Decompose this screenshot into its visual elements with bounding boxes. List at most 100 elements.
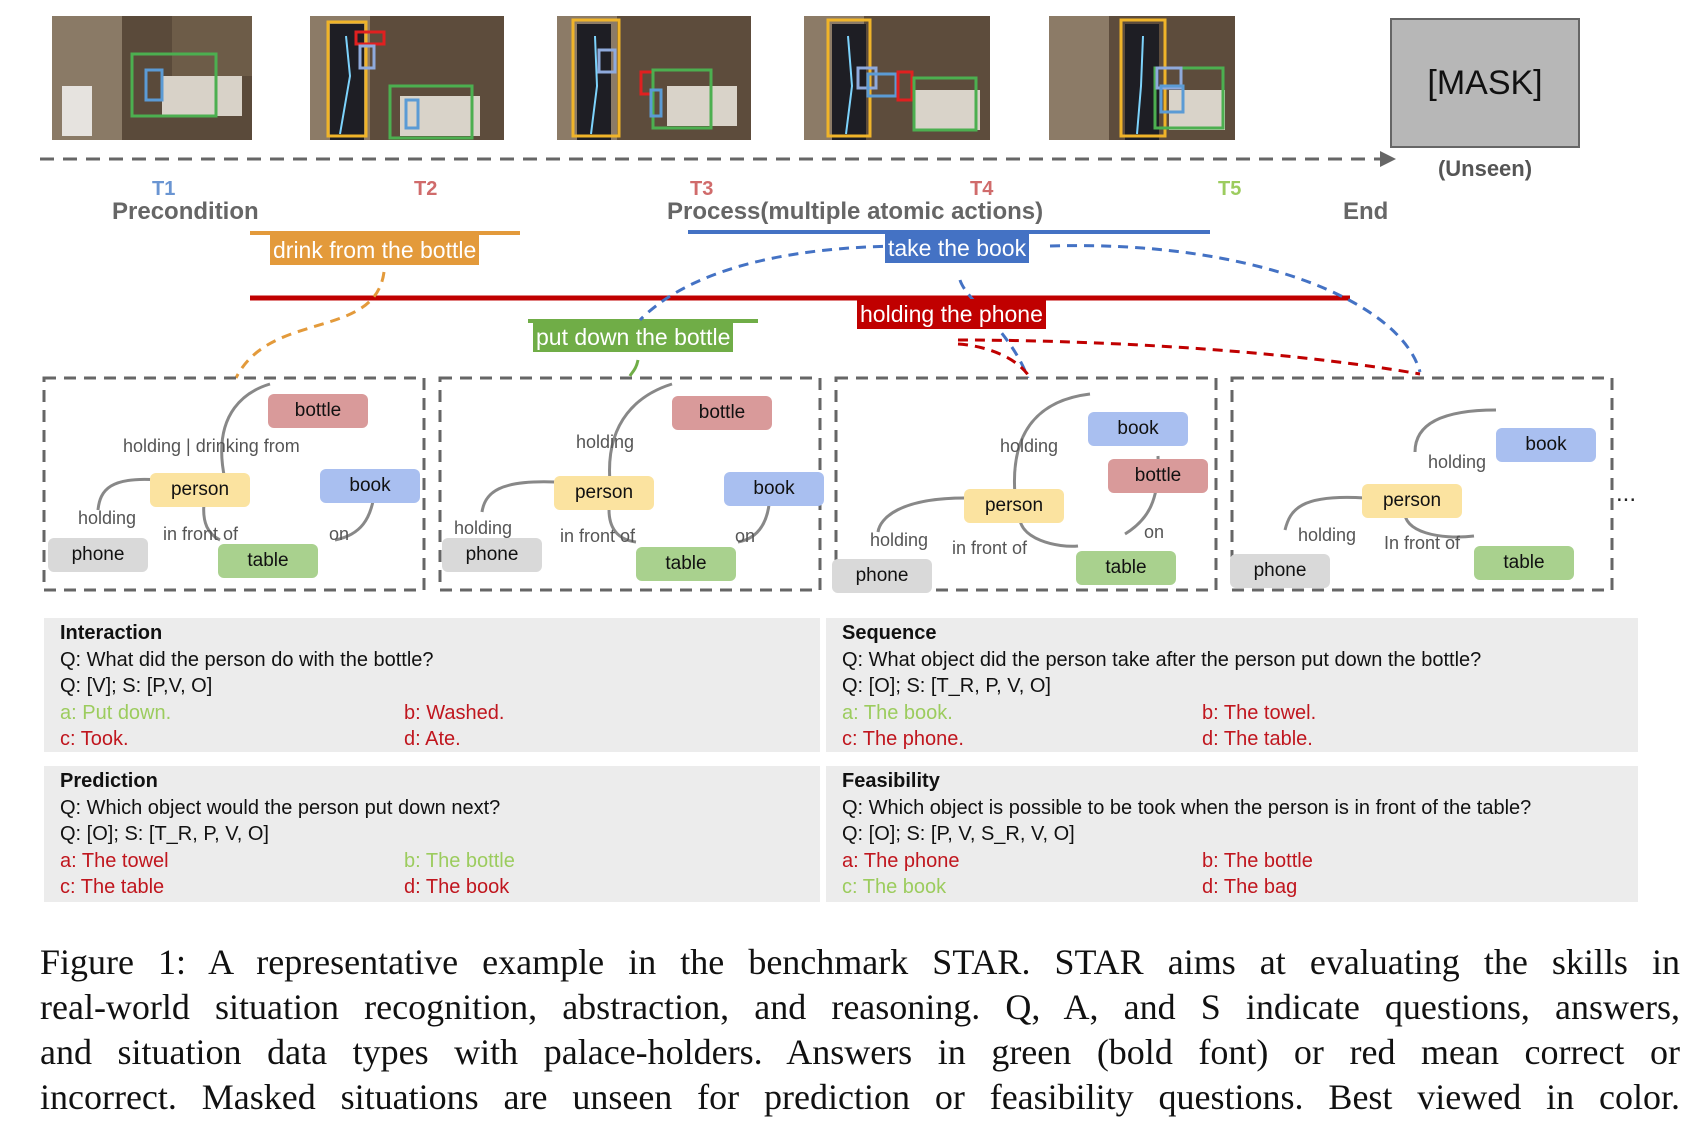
answer-option-d: d: Ate. [404, 728, 461, 750]
graph2-node-table: table [636, 547, 736, 581]
graph3-rel-3: in front of [952, 538, 1028, 558]
question-feasibility: Feasibility Q: Which object is possible … [826, 766, 1638, 902]
question-type-title: Prediction [60, 770, 158, 792]
answer-option-d: d: The bag [1202, 876, 1298, 898]
video-frame-t3 [557, 16, 751, 140]
graph1-node-book: book [320, 469, 420, 503]
drink-connector [234, 271, 386, 379]
graph1-node-phone: phone [48, 538, 148, 572]
action-take: take the book [885, 233, 1030, 263]
timeline-arrowhead [1380, 151, 1396, 167]
answer-option-c: c: Took. [60, 728, 129, 750]
graph2-rel-3: in front of [560, 526, 636, 546]
graph4-rel-2: holding [1298, 525, 1357, 545]
question-interaction: Interaction Q: What did the person do wi… [44, 618, 820, 752]
phase-process: Process(multiple atomic actions) [667, 198, 1044, 225]
question-data-types: Q: [O]; S: [P, V, S_R, V, O] [842, 823, 1075, 845]
answer-option-a: a: The phone [842, 849, 960, 872]
answer-option-d: d: The book [404, 876, 510, 898]
step-label-t1: T1 [152, 178, 176, 200]
graph4-rel-3: In front of [1384, 533, 1461, 553]
graph2-rel-2: holding [454, 518, 513, 538]
graph1-rel-4: on [329, 524, 350, 544]
answer-option-a: a: The towel [60, 849, 169, 872]
take-connector-right [1049, 244, 1422, 373]
graph3-node-phone: phone [832, 559, 932, 593]
graph3-rel-4: on [1144, 522, 1165, 542]
graph3-node-person: person [964, 489, 1064, 523]
graph1-rel-3: in front of [163, 524, 239, 544]
graph-panel-4 [1230, 376, 1614, 592]
graph3-rel-1: holding [1000, 436, 1059, 456]
unseen-label: (Unseen) [1437, 156, 1533, 181]
take-connector-mid [958, 279, 1030, 379]
question-type-title: Sequence [842, 622, 937, 644]
graph2-rel-4: on [735, 526, 756, 546]
answer-option-a: a: Put down. [60, 701, 172, 724]
step-label-t2: T2 [414, 178, 438, 200]
holding-connector-mid [957, 342, 1032, 379]
graph3-node-table: table [1076, 551, 1176, 585]
graph-panel-3 [834, 376, 1218, 592]
graph2-node-person: person [554, 476, 654, 510]
graph3-rel-2: holding [870, 530, 929, 550]
question-text: Q: What object did the person take after… [842, 648, 1482, 671]
answer-option-c: c: The phone. [842, 728, 964, 750]
holding-connector-right [957, 338, 1421, 376]
graph-ellipsis: ... [1616, 480, 1637, 507]
figure: [MASK] (Unseen) T1 T2 T3 T4 T5 Precondit… [40, 16, 1638, 902]
answer-option-d: d: The table. [1202, 728, 1313, 750]
graph4-rel-1: holding [1428, 452, 1487, 472]
action-putdown: put down the bottle [533, 322, 734, 352]
question-sequence: Sequence Q: What object did the person t… [826, 618, 1638, 752]
graph3-node-book: book [1088, 412, 1188, 446]
graph1-node-bottle: bottle [268, 394, 368, 428]
graph2-node-book: book [724, 472, 824, 506]
action-holding: holding the phone [857, 299, 1046, 329]
graph2-node-bottle: bottle [672, 396, 772, 430]
take-connector-left [638, 244, 901, 322]
graph3-node-bottle: bottle [1108, 459, 1208, 493]
caption-line: Figure 1: A representative example in th… [40, 942, 1680, 982]
masked-frame: [MASK] [1390, 18, 1580, 148]
question-text: Q: What did the person do with the bottl… [60, 648, 434, 671]
mask-label: [MASK] [1427, 63, 1543, 102]
question-prediction: Prediction Q: Which object would the per… [44, 766, 820, 902]
graph4-node-book: book [1496, 428, 1596, 462]
answer-option-a: a: The book. [842, 701, 953, 724]
question-data-types: Q: [O]; S: [T_R, P, V, O] [60, 823, 269, 845]
question-type-title: Feasibility [842, 770, 940, 792]
question-data-types: Q: [V]; S: [P,V, O] [60, 675, 213, 697]
phase-end: End [1343, 198, 1389, 225]
video-frame-t2 [310, 16, 504, 140]
video-frame-t1 [52, 16, 252, 140]
graph4-node-person: person [1362, 484, 1462, 518]
step-label-t4: T4 [970, 178, 994, 200]
answer-option-b: b: The towel. [1202, 701, 1317, 724]
timeline-arrows [40, 151, 1422, 379]
caption-line: incorrect. Masked situations are unseen … [40, 1077, 1680, 1117]
putdown-connector [628, 359, 640, 377]
answer-option-c: c: The book [842, 876, 947, 898]
question-type-title: Interaction [60, 622, 163, 644]
phase-precondition: Precondition [112, 198, 259, 225]
answer-option-c: c: The table [60, 876, 165, 898]
answer-option-b: b: Washed. [404, 701, 505, 724]
graph4-node-table: table [1474, 546, 1574, 580]
action-drink: drink from the bottle [270, 235, 480, 265]
answer-option-b: b: The bottle [1202, 849, 1313, 872]
graph1-node-person: person [150, 473, 250, 507]
answer-option-b: b: The bottle [404, 849, 515, 872]
question-text: Q: Which object would the person put dow… [60, 796, 501, 819]
graph1-rel-2: holding [78, 508, 137, 528]
step-label-t3: T3 [690, 178, 714, 200]
graph4-node-phone: phone [1230, 554, 1330, 588]
graph2-rel-1: holding [576, 432, 635, 452]
question-text: Q: Which object is possible to be took w… [842, 796, 1532, 819]
figure-caption: Figure 1: A representative example in th… [40, 940, 1680, 1120]
question-data-types: Q: [O]; S: [T_R, P, V, O] [842, 675, 1051, 697]
video-frame-t5 [1049, 16, 1235, 140]
graph1-node-table: table [218, 544, 318, 578]
video-frame-t4 [804, 16, 990, 140]
caption-line: and situation data types with palace-hol… [40, 1032, 1680, 1072]
